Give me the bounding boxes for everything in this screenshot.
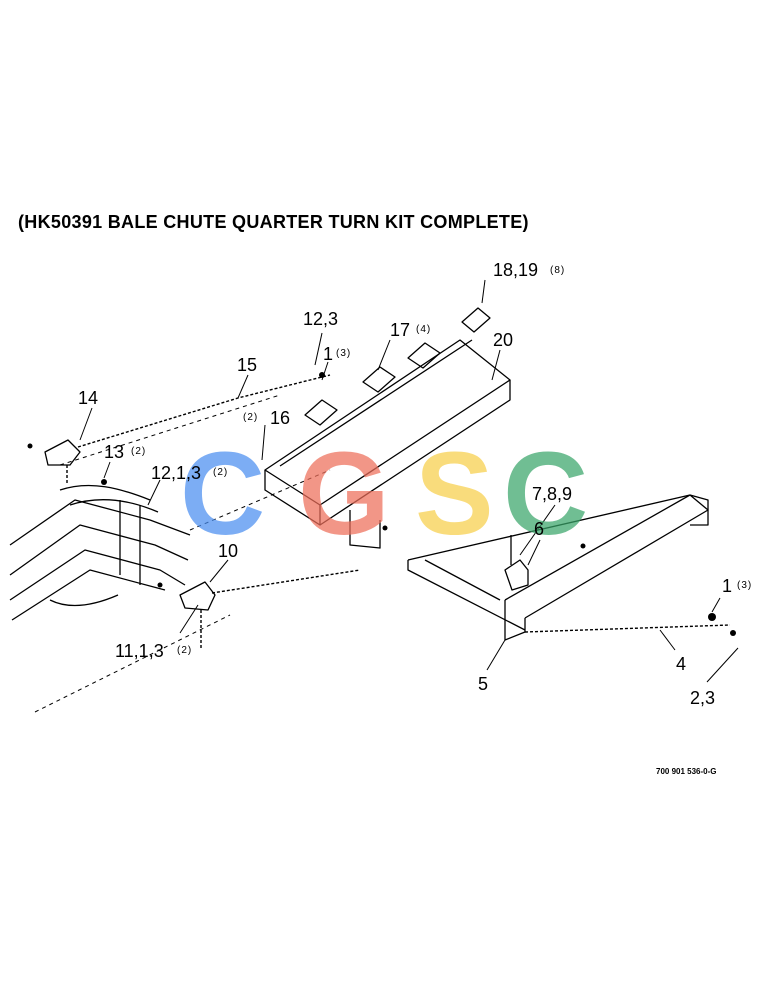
diagram-title: (HK50391 BALE CHUTE QUARTER TURN KIT COM… [18, 212, 529, 232]
callout-5: 5 [478, 674, 489, 694]
watermark-letter-s: S [415, 428, 494, 560]
callout-11-1-3: 11,1,3 [115, 641, 164, 661]
callout-1-top-qty: (3) [336, 348, 352, 359]
callout-7-8-9: 7,8,9 [532, 484, 573, 504]
callout-18-19-qty: (8) [550, 265, 566, 276]
callout-4: 4 [676, 654, 687, 674]
chute-pan [264, 339, 511, 549]
callout-12-1-3: 12,1,3 [151, 463, 202, 483]
wear-pads [304, 307, 491, 426]
callout-14: 14 [78, 388, 99, 408]
callout-2-3: 2,3 [690, 688, 716, 708]
mount-bracket [504, 535, 529, 591]
chains [66, 374, 731, 650]
callout-13: 13 [104, 442, 125, 462]
callout-17-qty: (4) [416, 324, 432, 335]
callout-1-top: 1 [323, 344, 334, 364]
hardware-dots [27, 372, 736, 636]
callout-20: 20 [493, 330, 514, 350]
callout-1-right: 1 [722, 576, 733, 596]
callout-16: 16 [270, 408, 291, 428]
cross-beam [407, 494, 709, 641]
callout-11-1-3-qty: (2) [177, 645, 193, 656]
callout-1-right-qty: (3) [737, 580, 753, 591]
callout-12-3-top: 12,3 [303, 309, 339, 329]
callout-6: 6 [534, 519, 545, 539]
callout-18-19: 18,19 [493, 260, 539, 280]
callout-16-qty: (2) [243, 412, 259, 423]
callout-12-1-3-qty: (2) [213, 467, 229, 478]
callout-10: 10 [218, 541, 239, 561]
plate-14 [44, 439, 81, 466]
callout-13-qty: (2) [131, 446, 147, 457]
watermark-letter-c2: C [503, 428, 589, 560]
leader-lines [79, 279, 739, 683]
drawing-number: 700 901 536-0-G [656, 767, 717, 776]
plate-10 [179, 581, 216, 611]
watermark-letter-c1: C [180, 428, 266, 560]
watermark-letter-g: G [298, 428, 390, 560]
callout-17: 17 [390, 320, 411, 340]
callout-15: 15 [237, 355, 258, 375]
baler-frame [9, 484, 191, 621]
